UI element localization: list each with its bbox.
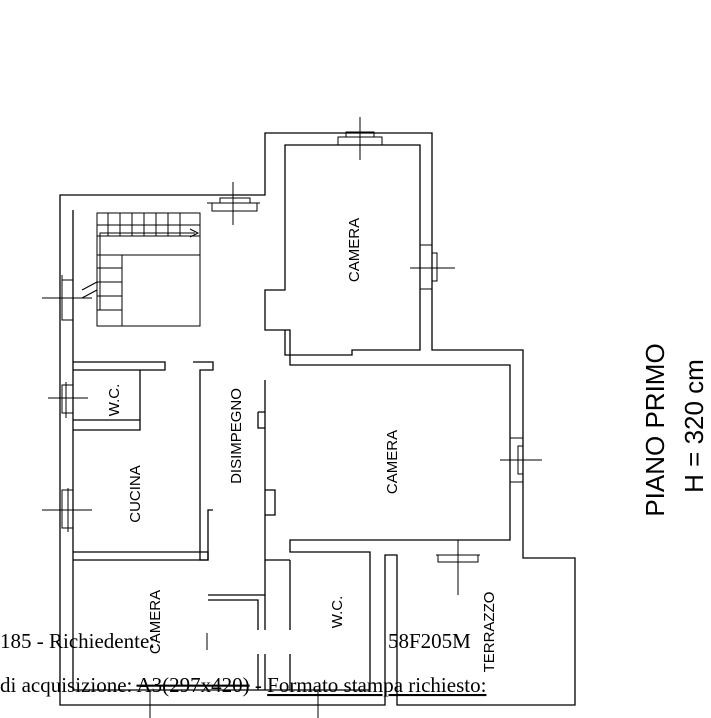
footer-print-format: Formato stampa richiesto: bbox=[267, 673, 486, 697]
footer-requester: 185 - Richiedente: bbox=[0, 629, 155, 653]
windows bbox=[42, 117, 542, 718]
footer-code: 58F205M bbox=[388, 629, 471, 653]
interior-walls bbox=[73, 361, 291, 690]
floor-title: PIANO PRIMO bbox=[640, 343, 670, 516]
room-label-camera-bottom: CAMERA bbox=[147, 590, 164, 654]
room-label-terrazzo: TERRAZZO bbox=[481, 592, 498, 673]
footer-format: A3(297x420) bbox=[136, 673, 249, 697]
footer-line-2: di acquisizione: A3(297x420) - Formato s… bbox=[0, 673, 486, 697]
footer-separator: - bbox=[250, 673, 268, 697]
room-label-wc-top: W.C. bbox=[106, 384, 123, 417]
room-label-camera-middle: CAMERA bbox=[384, 430, 401, 494]
footer-acquisition: di acquisizione: bbox=[0, 673, 136, 697]
room-label-camera-top: CAMERA bbox=[346, 218, 363, 282]
exterior-walls bbox=[59, 132, 576, 706]
footer-line-1: 185 - Richiedente: bbox=[0, 629, 155, 653]
room-label-cucina: CUCINA bbox=[127, 465, 144, 523]
redaction-block bbox=[207, 630, 327, 654]
staircase bbox=[81, 212, 201, 327]
room-label-disimpegno: DISIMPEGNO bbox=[228, 388, 245, 484]
footer-text: 185 - Richiedente: 58F205M di acquisizio… bbox=[0, 629, 486, 697]
room-label-wc-bottom: W.C. bbox=[329, 596, 346, 629]
floor-height: H = 320 cm bbox=[679, 359, 709, 493]
